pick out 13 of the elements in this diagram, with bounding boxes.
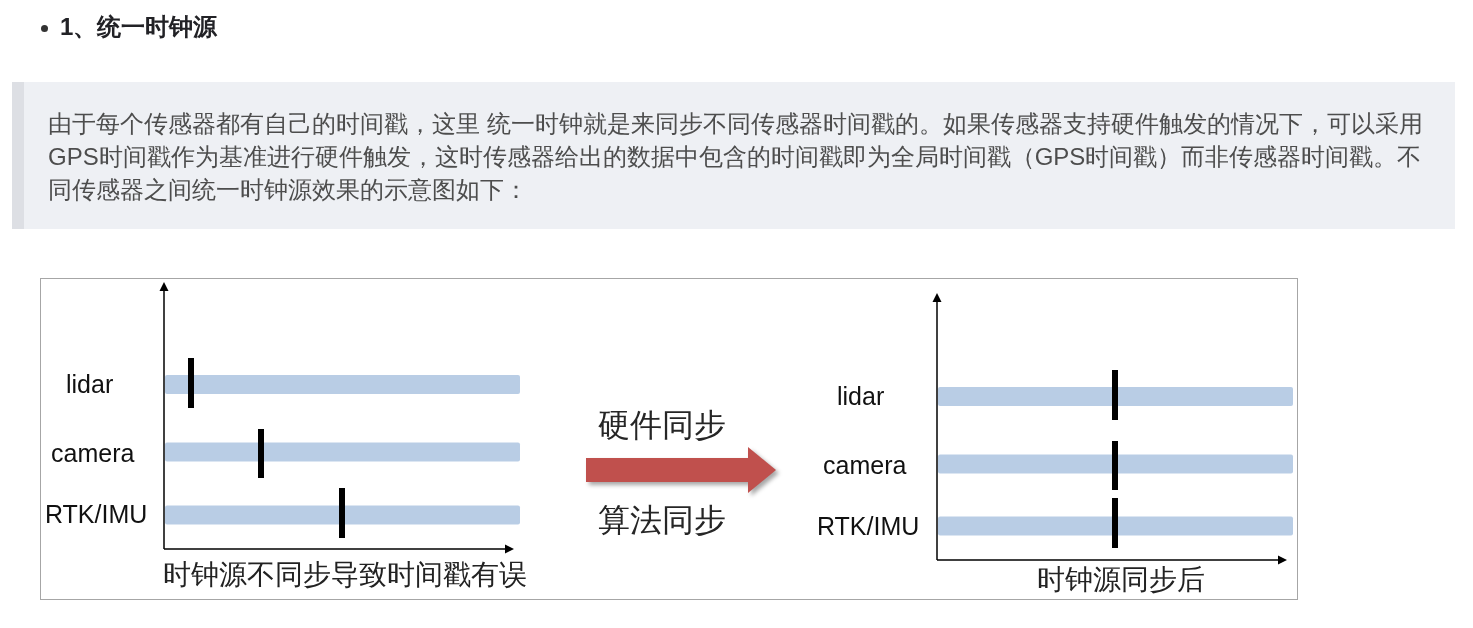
track-label: lidar (837, 381, 885, 411)
track-label: camera (51, 438, 135, 468)
block-arrow (586, 447, 776, 493)
quote-block: 由于每个传感器都有自己的时间戳，这里 统一时钟就是来同步不同传感器时间戳的。如果传感器支持硬件触发的情况下，可以采用GPS时间戳作为基准进行硬件触发，这时传感器给出的数据中包含的时间戳即为全局时间戳（GPS时间戳）而非传感器时间戳。不同传感器之间统一时钟源效果的示意图如下： (12, 82, 1455, 229)
track-label: RTK/IMU (817, 511, 920, 541)
track-label: RTK/IMU (45, 499, 148, 529)
chart-caption: 时钟源同步后 (1037, 563, 1205, 597)
arrow-label: 硬件同步 (598, 405, 726, 445)
section-heading: 1、统一时钟源 (60, 12, 218, 42)
chart-caption: 时钟源不同步导致时间戳有误 (163, 558, 527, 592)
track-label: lidar (66, 369, 114, 399)
arrow-label: 算法同步 (598, 500, 726, 540)
track-label: camera (823, 450, 907, 480)
